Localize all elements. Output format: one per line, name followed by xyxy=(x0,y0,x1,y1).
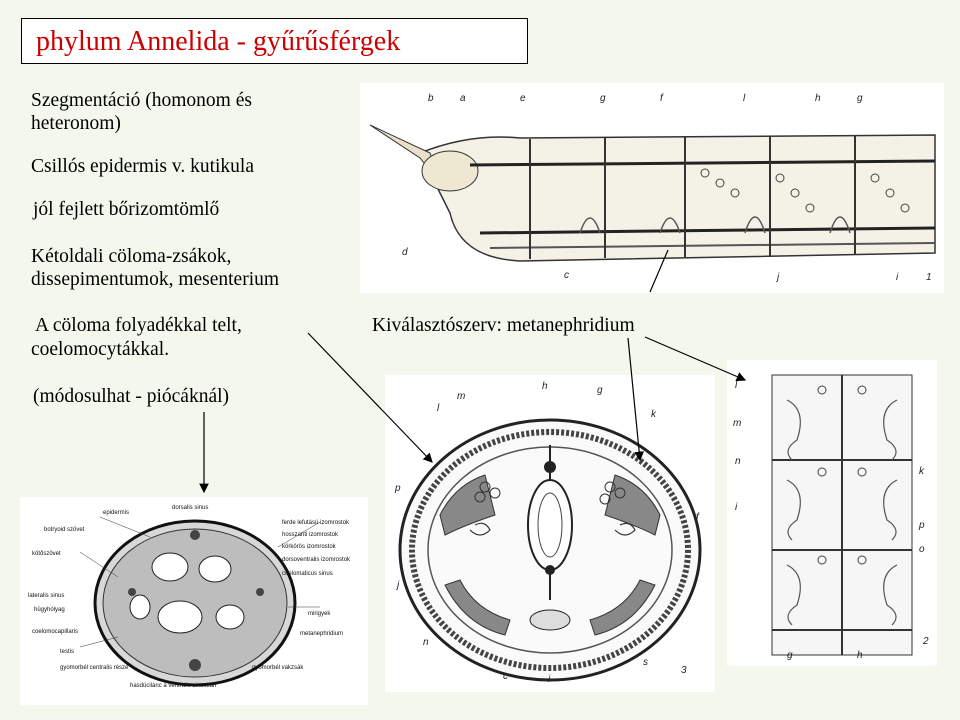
letter-a: a xyxy=(460,93,466,104)
leech-glands: mirigyek xyxy=(308,611,331,617)
leech-botryoid: botryoid szövet xyxy=(44,527,85,533)
text-metanephridium: Kiválasztószerv: metanephridium xyxy=(372,315,635,336)
text-coelom-sacs: Kétoldali cöloma-zsákok, xyxy=(31,246,232,267)
letter-e: e xyxy=(520,93,526,104)
letter-i: i xyxy=(896,272,899,283)
neph-letter-i: i xyxy=(735,502,738,513)
leech-testis: testis xyxy=(60,649,74,655)
leech-epidermis: epidermis xyxy=(103,510,129,516)
letter-g: g xyxy=(600,93,606,104)
neph-letter-g: g xyxy=(787,650,793,661)
neph-letter-k: k xyxy=(919,466,925,477)
neph-letter-p: p xyxy=(918,520,925,531)
leech-lateral-sinus: lateralis sinus xyxy=(28,593,64,599)
neph-letter-o: o xyxy=(919,544,925,555)
title-box: phylum Annelida - gyűrűsférgek xyxy=(21,18,528,64)
text-muscle: jól fejlett bőrizomtömlő xyxy=(33,199,220,220)
text-epidermis: Csillós epidermis v. kutikula xyxy=(31,156,254,177)
slide-title: phylum Annelida - gyűrűsférgek xyxy=(36,26,401,57)
cross-letter-h: h xyxy=(542,381,548,392)
letter-g2: g xyxy=(857,93,863,104)
leech-connective: kötőszövet xyxy=(32,551,61,557)
text-dissepiment: dissepimentumok, mesenterium xyxy=(31,269,280,290)
text-coelomocytes: coelomocytákkal. xyxy=(31,339,170,360)
cross-letter-m: m xyxy=(457,391,465,402)
leech-oblique-muscle: ferde lefutású izomrostok xyxy=(282,520,350,526)
leech-dorsoventral: dorsoventralis izomrostok xyxy=(282,557,351,563)
figure-nephridia: l m n i k p o g h 2 xyxy=(727,360,937,666)
leech-metanephridium: metanephridium xyxy=(300,631,343,637)
leech-longitudinal-muscle: hosszanti izomrostok xyxy=(282,532,339,538)
letter-j: j xyxy=(775,272,780,283)
text-coelom-fluid: A cöloma folyadékkal telt, xyxy=(35,315,242,336)
figure-leech: dorsalis sinus epidermis botryoid szövet… xyxy=(20,497,368,705)
cross-letter-f: f xyxy=(696,512,700,523)
leech-coelomatic-sinus: coelomaticus sinus xyxy=(282,571,333,577)
leech-gut-caecum: gyomorbél vakzsák xyxy=(252,665,304,671)
letter-l: l xyxy=(743,93,746,104)
neph-letter-n: n xyxy=(735,456,741,467)
figure-cross-section: h g m l k p f j n c i s 3 xyxy=(385,375,715,692)
letter-d: d xyxy=(402,247,408,258)
letter-f: f xyxy=(660,93,664,104)
cross-section-drawing: h g m l k p f j n c i s 3 xyxy=(394,381,702,685)
leech-gut-central: gyomorbél centralis része xyxy=(60,665,129,671)
cross-letter-l: l xyxy=(437,403,440,414)
figure-number-1: 1 xyxy=(926,272,932,283)
figure-number-3: 3 xyxy=(681,665,687,676)
neph-letter-m: m xyxy=(733,418,741,429)
letter-c: c xyxy=(564,270,569,281)
cross-letter-c: c xyxy=(503,671,508,682)
leech-bladder: hügyhólyag xyxy=(34,607,65,613)
leech-drawing: dorsalis sinus epidermis botryoid szövet… xyxy=(28,505,351,689)
cross-letter-j: j xyxy=(395,580,400,591)
longitudinal-drawing: b a e g f l h g d c j i 1 xyxy=(369,93,936,283)
cross-letter-p: p xyxy=(394,483,401,494)
leech-circular-muscle: körkörös izomrostok xyxy=(282,544,337,550)
neph-letter-l: l xyxy=(735,380,738,391)
leech-coelomocapillaris: coelomocapillaris xyxy=(32,629,78,635)
leech-dorsalis-sinus: dorsalis sinus xyxy=(172,505,208,511)
text-segmentation: Szegmentáció (homonom és xyxy=(31,90,252,111)
letter-h: h xyxy=(815,93,821,104)
text-heteronom: heteronom) xyxy=(31,113,121,134)
text-leech: (módosulhat - piócáknál) xyxy=(33,386,230,407)
nephridia-drawing: l m n i k p o g h 2 xyxy=(733,374,929,661)
figure-longitudinal: b a e g f l h g d c j i 1 xyxy=(360,83,944,293)
cross-letter-k: k xyxy=(651,409,657,420)
figure-number-2: 2 xyxy=(922,636,929,647)
cross-letter-g: g xyxy=(597,385,603,396)
cross-letter-s: s xyxy=(643,657,648,668)
leech-nerve-cord: hasdúcilánc a ventralis sinusban xyxy=(130,683,216,689)
neph-letter-h: h xyxy=(857,650,863,661)
letter-b: b xyxy=(428,93,434,104)
cross-letter-i: i xyxy=(548,674,551,685)
cross-letter-n: n xyxy=(423,637,429,648)
